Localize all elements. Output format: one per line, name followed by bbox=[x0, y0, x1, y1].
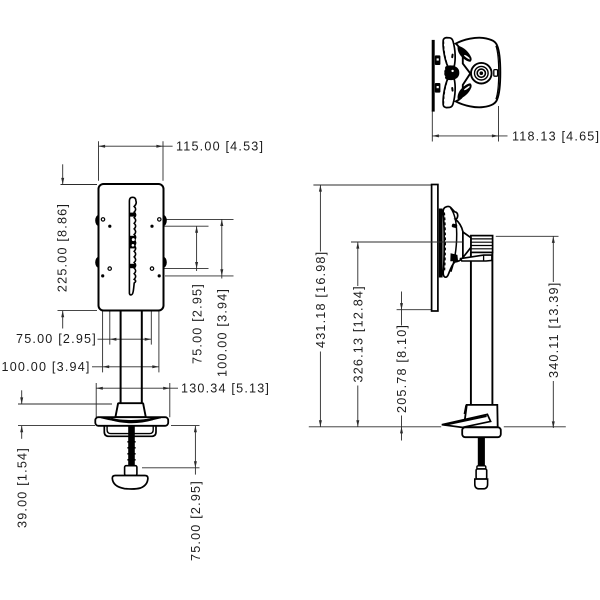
svg-text:75.00 [2.95]: 75.00 [2.95] bbox=[16, 332, 97, 346]
svg-text:115.00 [4.53]: 115.00 [4.53] bbox=[176, 140, 264, 154]
svg-text:39.00 [1.54]: 39.00 [1.54] bbox=[15, 447, 29, 528]
svg-text:75.00 [2.95]: 75.00 [2.95] bbox=[190, 283, 204, 364]
svg-text:100.00 [3.94]: 100.00 [3.94] bbox=[216, 288, 230, 377]
svg-text:431.18 [16.98]: 431.18 [16.98] bbox=[314, 251, 328, 348]
svg-text:75.00 [2.95]: 75.00 [2.95] bbox=[189, 480, 203, 561]
svg-text:340.11 [13.39]: 340.11 [13.39] bbox=[547, 282, 561, 378]
svg-text:225.00 [8.86]: 225.00 [8.86] bbox=[55, 203, 69, 292]
svg-text:205.78 [8.10]: 205.78 [8.10] bbox=[395, 324, 409, 413]
svg-text:100.00 [3.94]: 100.00 [3.94] bbox=[2, 360, 91, 374]
svg-text:130.34 [5.13]: 130.34 [5.13] bbox=[181, 382, 270, 396]
svg-text:118.13 [4.65]: 118.13 [4.65] bbox=[512, 129, 600, 143]
svg-text:326.13 [12.84]: 326.13 [12.84] bbox=[352, 285, 366, 382]
